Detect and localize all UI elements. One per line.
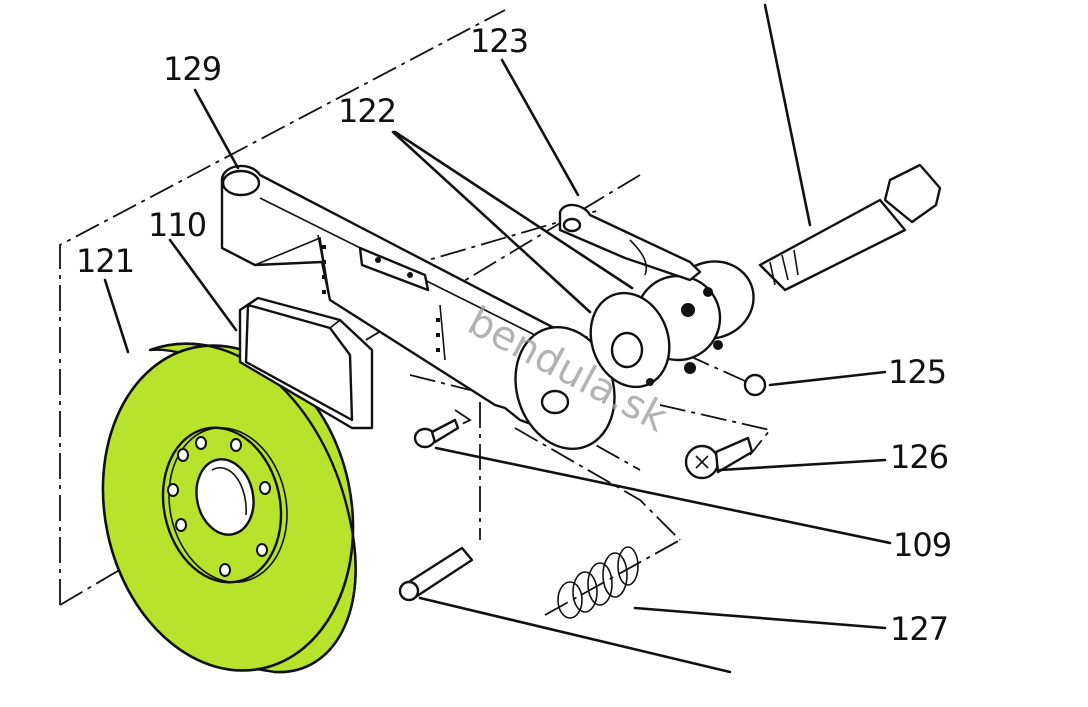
brake-pad [238, 296, 374, 430]
yoke-lever [558, 203, 702, 282]
brake-disc [101, 342, 357, 674]
callout-127: 127 [890, 610, 948, 648]
callout-129: 129 [163, 50, 221, 88]
guide-pin [398, 546, 474, 602]
spring [557, 546, 639, 619]
ball [743, 373, 767, 397]
callout-123: 123 [470, 22, 528, 60]
callout-109: 109 [893, 526, 951, 564]
piston-assembly [589, 260, 755, 389]
callout-labels: 129 123 122 110 121 125 126 109 127 [76, 22, 952, 648]
callout-126: 126 [890, 438, 948, 476]
callout-121: 121 [76, 242, 134, 280]
callout-110: 110 [148, 206, 206, 244]
caliper-bracket [220, 164, 616, 451]
guide-bolt [758, 163, 942, 292]
leader-lines [103, 3, 892, 674]
callout-122: 122 [338, 92, 396, 130]
bleed-screw [413, 418, 460, 449]
callout-125: 125 [888, 353, 946, 391]
screw [684, 436, 754, 480]
